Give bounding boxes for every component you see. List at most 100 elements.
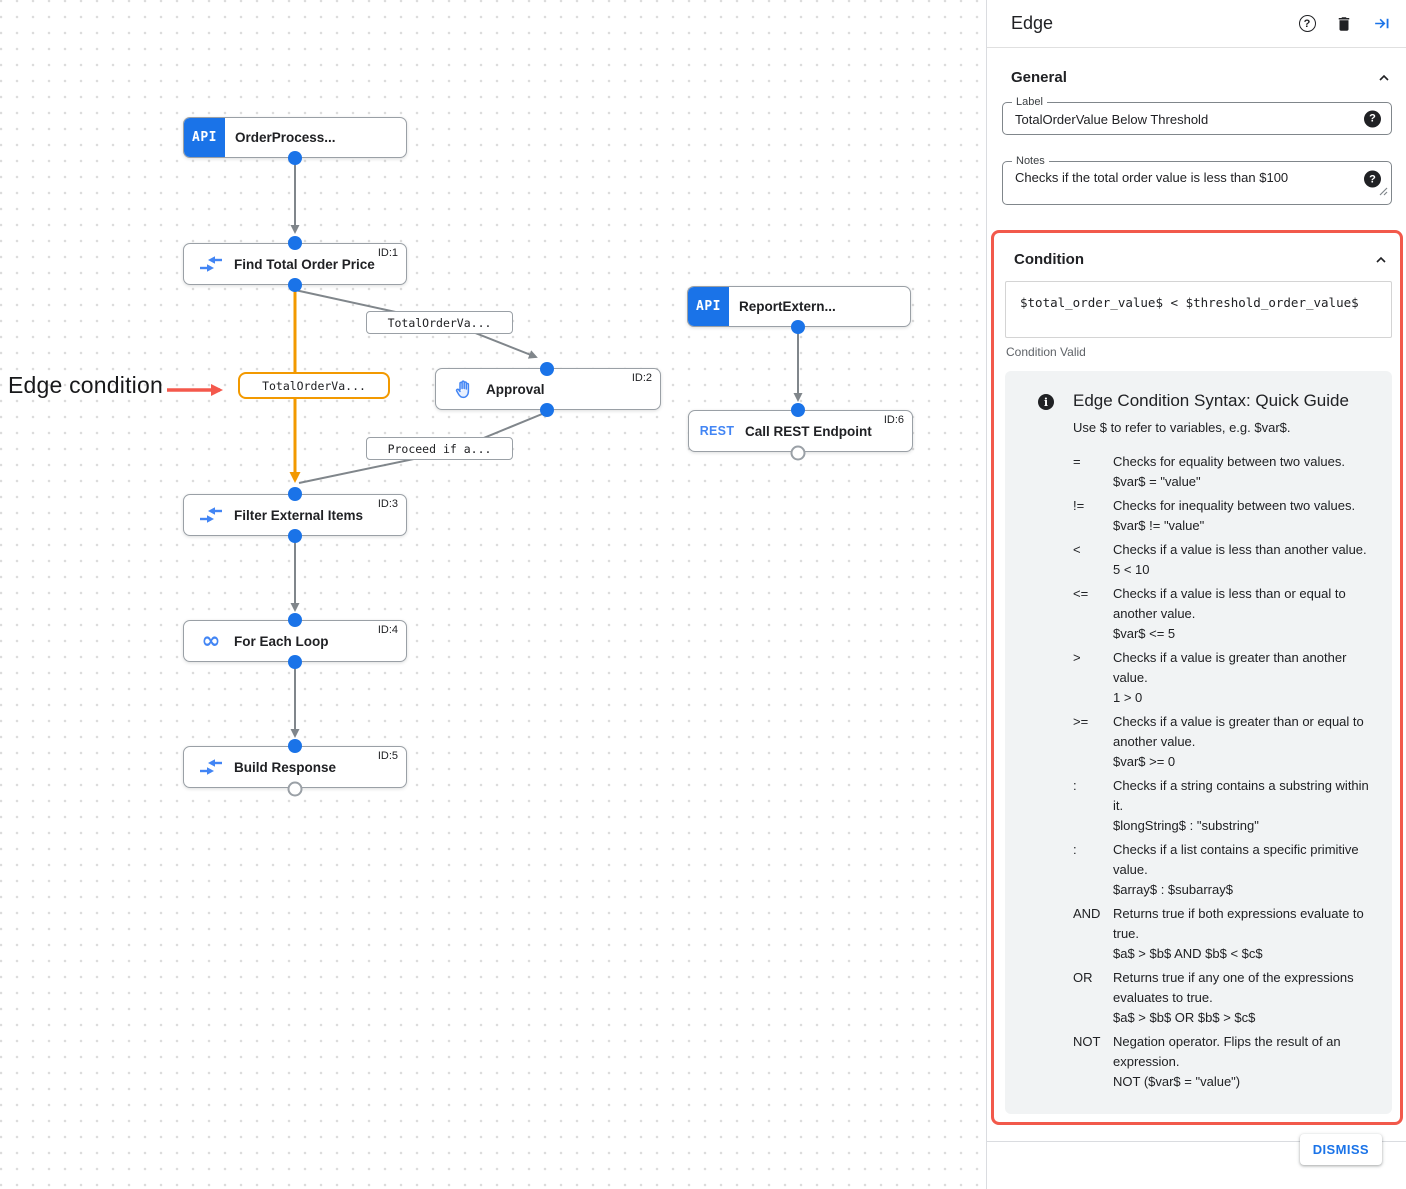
approval-hand-icon (450, 379, 476, 400)
rest-icon: REST (699, 424, 735, 438)
guide-example: $longString$ : "substring" (1113, 818, 1259, 833)
notes-field-label: Notes (1012, 155, 1049, 167)
resize-handle-icon[interactable] (1379, 183, 1388, 201)
node-id-badge: ID:4 (377, 624, 398, 636)
guide-example: 1 > 0 (1113, 690, 1143, 705)
guide-example: $array$ : $subarray$ (1113, 882, 1233, 897)
api-badge-icon: API (688, 287, 729, 326)
collapse-panel-button[interactable] (1371, 14, 1391, 34)
condition-heading: Condition (1014, 251, 1084, 268)
node-filter-external-items[interactable]: Filter External Items ID:3 (183, 494, 407, 536)
guide-description: Checks for equality between two values. (1113, 454, 1345, 469)
node-id-badge: ID:1 (377, 247, 398, 259)
chevron-up-icon[interactable] (1376, 70, 1392, 86)
delete-edge-button[interactable] (1334, 14, 1354, 34)
field-help-icon[interactable]: ? (1364, 110, 1381, 127)
node-find-total-order-price[interactable]: Find Total Order Price ID:1 (183, 243, 407, 285)
guide-example: $var$ <= 5 (1113, 626, 1176, 641)
trash-icon (1338, 16, 1350, 31)
guide-description: Checks if a value is less than or equal … (1113, 586, 1346, 621)
guide-description: Checks if a value is less than another v… (1113, 542, 1367, 557)
api-badge-icon: API (184, 118, 225, 157)
guide-row: != Checks for inequality between two val… (1073, 496, 1380, 536)
annotation-edge-condition: Edge condition (8, 372, 163, 398)
guide-operator: OR (1073, 970, 1093, 985)
general-section-header[interactable]: General (987, 69, 1406, 86)
node-id-badge: ID:2 (631, 372, 652, 384)
guide-rows: = Checks for equality between two values… (1073, 452, 1380, 1092)
field-help-icon[interactable]: ? (1364, 170, 1381, 188)
guide-example: $var$ != "value" (1113, 518, 1205, 533)
guide-example: $var$ >= 0 (1113, 754, 1176, 769)
workflow-canvas[interactable]: Edge condition API OrderProcess... Find … (0, 0, 986, 1189)
condition-highlight-box: Condition $total_order_value$ < $thresho… (991, 230, 1403, 1125)
node-title: Approval (486, 381, 545, 397)
guide-description: Checks for inequality between two values… (1113, 498, 1356, 513)
guide-description: Checks if a list contains a specific pri… (1113, 842, 1359, 877)
guide-row: <= Checks if a value is less than or equ… (1073, 584, 1380, 644)
ports-layer (287, 151, 806, 797)
guide-example: NOT ($var$ = "value") (1113, 1074, 1241, 1089)
panel-title: Edge (1011, 13, 1054, 33)
label-field-label: Label (1012, 96, 1047, 108)
help-icon: ? (1298, 15, 1316, 32)
guide-row: < Checks if a value is less than another… (1073, 540, 1380, 580)
chevron-up-icon[interactable] (1373, 252, 1389, 268)
panel-header: Edge ? (987, 0, 1406, 48)
guide-description: Checks if a value is greater than or equ… (1113, 714, 1364, 749)
panel-footer: DISMISS (987, 1134, 1406, 1189)
guide-description: Checks if a string contains a substring … (1113, 778, 1369, 813)
guide-intro: Use $ to refer to variables, e.g. $var$. (1073, 420, 1291, 435)
node-report-extern[interactable]: API ReportExtern... (687, 286, 911, 327)
node-order-process[interactable]: API OrderProcess... (183, 117, 407, 158)
loop-icon: ∞ (201, 627, 221, 654)
label-field-value[interactable]: TotalOrderValue Below Threshold (1015, 112, 1209, 127)
help-button[interactable]: ? (1297, 14, 1317, 34)
condition-valid-status: Condition Valid (1006, 345, 1086, 359)
data-mapping-icon (198, 758, 224, 776)
node-build-response[interactable]: Build Response ID:5 (183, 746, 407, 788)
data-mapping-icon (198, 506, 224, 524)
condition-expression-input[interactable]: $total_order_value$ < $threshold_order_v… (1005, 281, 1392, 338)
general-heading: General (1011, 69, 1067, 86)
guide-row: : Checks if a list contains a specific p… (1073, 840, 1380, 900)
guide-example: $var$ = "value" (1113, 474, 1201, 489)
guide-description: Checks if a value is greater than anothe… (1113, 650, 1347, 685)
data-mapping-icon (198, 255, 224, 273)
label-field[interactable]: Label TotalOrderValue Below Threshold ? (1002, 96, 1392, 135)
node-title: ReportExtern... (739, 299, 836, 314)
guide-operator: != (1073, 498, 1085, 513)
guide-row: OR Returns true if any one of the expres… (1073, 968, 1380, 1028)
guide-row: = Checks for equality between two values… (1073, 452, 1380, 492)
node-title: Build Response (234, 759, 337, 775)
edge-label-total-order-value[interactable]: TotalOrderVa... (366, 311, 513, 334)
dismiss-button[interactable]: DISMISS (1299, 1134, 1382, 1165)
node-title: Call REST Endpoint (745, 423, 872, 439)
guide-description: Returns true if both expressions evaluat… (1113, 906, 1364, 941)
guide-title: Edge Condition Syntax: Quick Guide (1073, 391, 1349, 410)
edge-label-total-order-value-selected[interactable]: TotalOrderVa... (238, 372, 390, 399)
node-call-rest-endpoint[interactable]: REST Call REST Endpoint ID:6 (688, 410, 913, 452)
guide-operator: = (1073, 454, 1081, 469)
edge-config-panel: Edge ? General Label TotalOrderValue Bel… (986, 0, 1406, 1189)
guide-operator: AND (1073, 906, 1101, 921)
guide-operator: <= (1073, 586, 1089, 601)
guide-row: > Checks if a value is greater than anot… (1073, 648, 1380, 708)
api-badge-label: API (696, 299, 721, 314)
node-approval[interactable]: Approval ID:2 (435, 368, 661, 410)
notes-field[interactable]: Notes Checks if the total order value is… (1002, 155, 1392, 205)
guide-operator: NOT (1073, 1034, 1101, 1049)
edge-label-proceed-if[interactable]: Proceed if a... (366, 437, 513, 460)
edges-layer (167, 160, 803, 738)
rest-icon-label: REST (699, 424, 735, 438)
node-id-badge: ID:5 (377, 750, 398, 762)
guide-description: Negation operator. Flips the result of a… (1113, 1034, 1341, 1069)
notes-field-value[interactable]: Checks if the total order value is less … (1015, 170, 1289, 185)
info-icon: i (1038, 394, 1054, 410)
node-title: Filter External Items (234, 507, 364, 523)
node-id-badge: ID:6 (883, 414, 904, 426)
condition-syntax-guide: i Edge Condition Syntax: Quick Guide Use… (1005, 371, 1392, 1114)
node-for-each-loop[interactable]: ∞ For Each Loop ID:4 (183, 620, 407, 662)
condition-section-header[interactable]: Condition (994, 251, 1400, 268)
guide-row: : Checks if a string contains a substrin… (1073, 776, 1380, 836)
